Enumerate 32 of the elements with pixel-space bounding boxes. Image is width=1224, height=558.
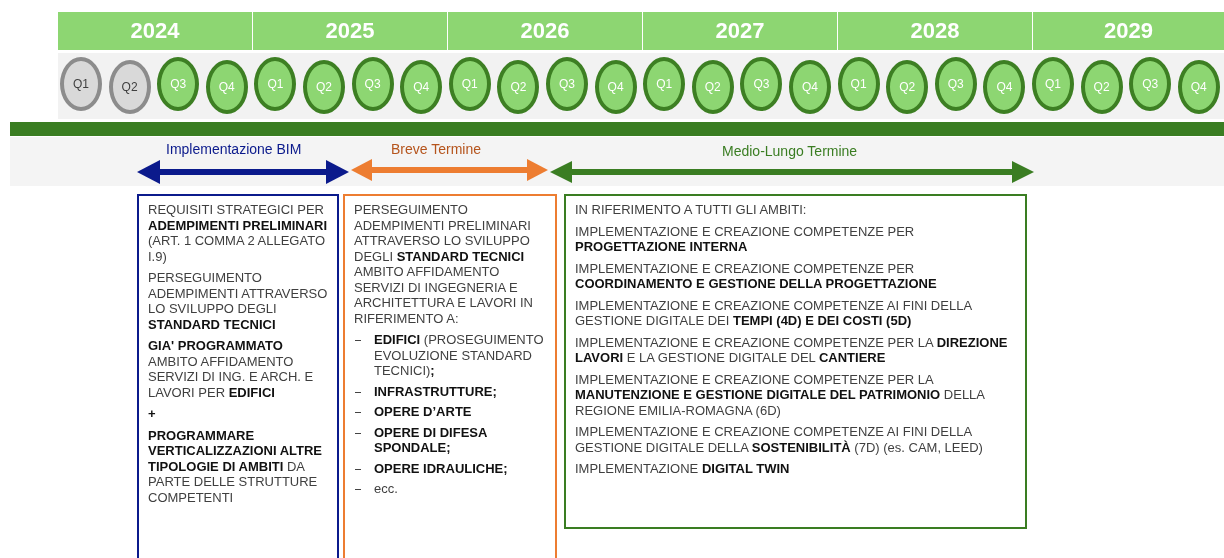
year-band: 2026 (448, 12, 642, 50)
panel-text: IMPLEMENTAZIONE E CREAZIONE COMPETENZE PER LA MANUTENZIONE E GESTIONE DIGITALE DEL PATRIMONIO DELLA REGIONE EMILIA-ROMAGNA (6D) (575, 371, 986, 418)
panel-text: IN RIFERIMENTO A TUTTI GLI AMBITI: (575, 202, 808, 218)
year-band: 2025 (253, 12, 447, 50)
panel-text: IMPLEMENTAZIONE DIGITAL TWIN (575, 461, 791, 477)
phase-label: Implementazione BIM (166, 141, 302, 157)
text-panel (564, 194, 1027, 529)
panel-text: REQUISITI STRATEGICI PER ADEMPIMENTI PRELIMINARI (ART. 1 COMMA 2 ALLEGATO I.9) (148, 202, 329, 264)
panel-text: + (148, 406, 157, 422)
panel-text: ecc. (374, 481, 399, 497)
panel-text: IMPLEMENTAZIONE E CREAZIONE COMPETENZE AI FINI DELLA GESTIONE DIGITALE DEI TEMPI (4D) E DEI COSTI (5D) (575, 297, 973, 329)
phase-label: Breve Termine (391, 141, 481, 157)
year-band: 2029 (1033, 12, 1224, 50)
panel-text: IMPLEMENTAZIONE E CREAZIONE COMPETENZE PER PROGETTAZIONE INTERNA (575, 223, 916, 255)
year-band: 2027 (643, 12, 837, 50)
text-panel (343, 194, 557, 558)
panel-text: PERSEGUIMENTO ADEMPIMENTI ATTRAVERSO LO SVILUPPO DEGLI STANDARD TECNICI (148, 270, 329, 332)
panel-text: IMPLEMENTAZIONE E CREAZIONE COMPETENZE PER COORDINAMENTO E GESTIONE DELLA PROGETTAZIONE (575, 260, 938, 292)
panel-text: PROGRAMMARE VERTICALIZZAZIONI ALTRE TIPOLOGIE DI AMBITI DA PARTE DELLE STRUTTURE COMPETENTI (148, 427, 324, 505)
phase-label: Medio-Lungo Termine (722, 143, 858, 159)
panel-text: OPERE DI DIFESA SPONDALE; (374, 424, 488, 456)
panel-text: OPERE IDRAULICHE; (374, 460, 509, 476)
panel-text: EDIFICI (PROSEGUIMENTO EVOLUZIONE STANDARD TECNICI); (374, 332, 545, 379)
year-band: 2028 (838, 12, 1032, 50)
panel-text: IMPLEMENTAZIONE E CREAZIONE COMPETENZE PER LA DIREZIONE LAVORI E LA GESTIONE DIGITALE DEL CANTIERE (575, 334, 1009, 366)
year-band: 2024 (58, 12, 252, 50)
panel-text: OPERE D’ARTE (374, 404, 473, 420)
panel-text: IMPLEMENTAZIONE E CREAZIONE COMPETENZE AI FINI DELLA GESTIONE DIGITALE DELLA SOSTENIBILITÀ (7D) (es. CAM, LEED) (575, 424, 984, 455)
panel-text: GIA' PROGRAMMATO AMBITO AFFIDAMENTO SERVIZI DI ING. E ARCH. E LAVORI PER EDIFICI (148, 338, 315, 400)
panel-text: INFRASTRUTTURE; (374, 383, 498, 399)
panel-text: PERSEGUIMENTO ADEMPIMENTI PRELIMINARI ATTRAVERSO LO SVILUPPO DEGLI STANDARD TECNICI AMBITO AFFIDAMENTO SERVIZI DI INGEGNERIA E ARCHITETTURA E LAVORI IN RIFERIMENTO A: (354, 202, 534, 326)
text-panel (137, 194, 339, 558)
